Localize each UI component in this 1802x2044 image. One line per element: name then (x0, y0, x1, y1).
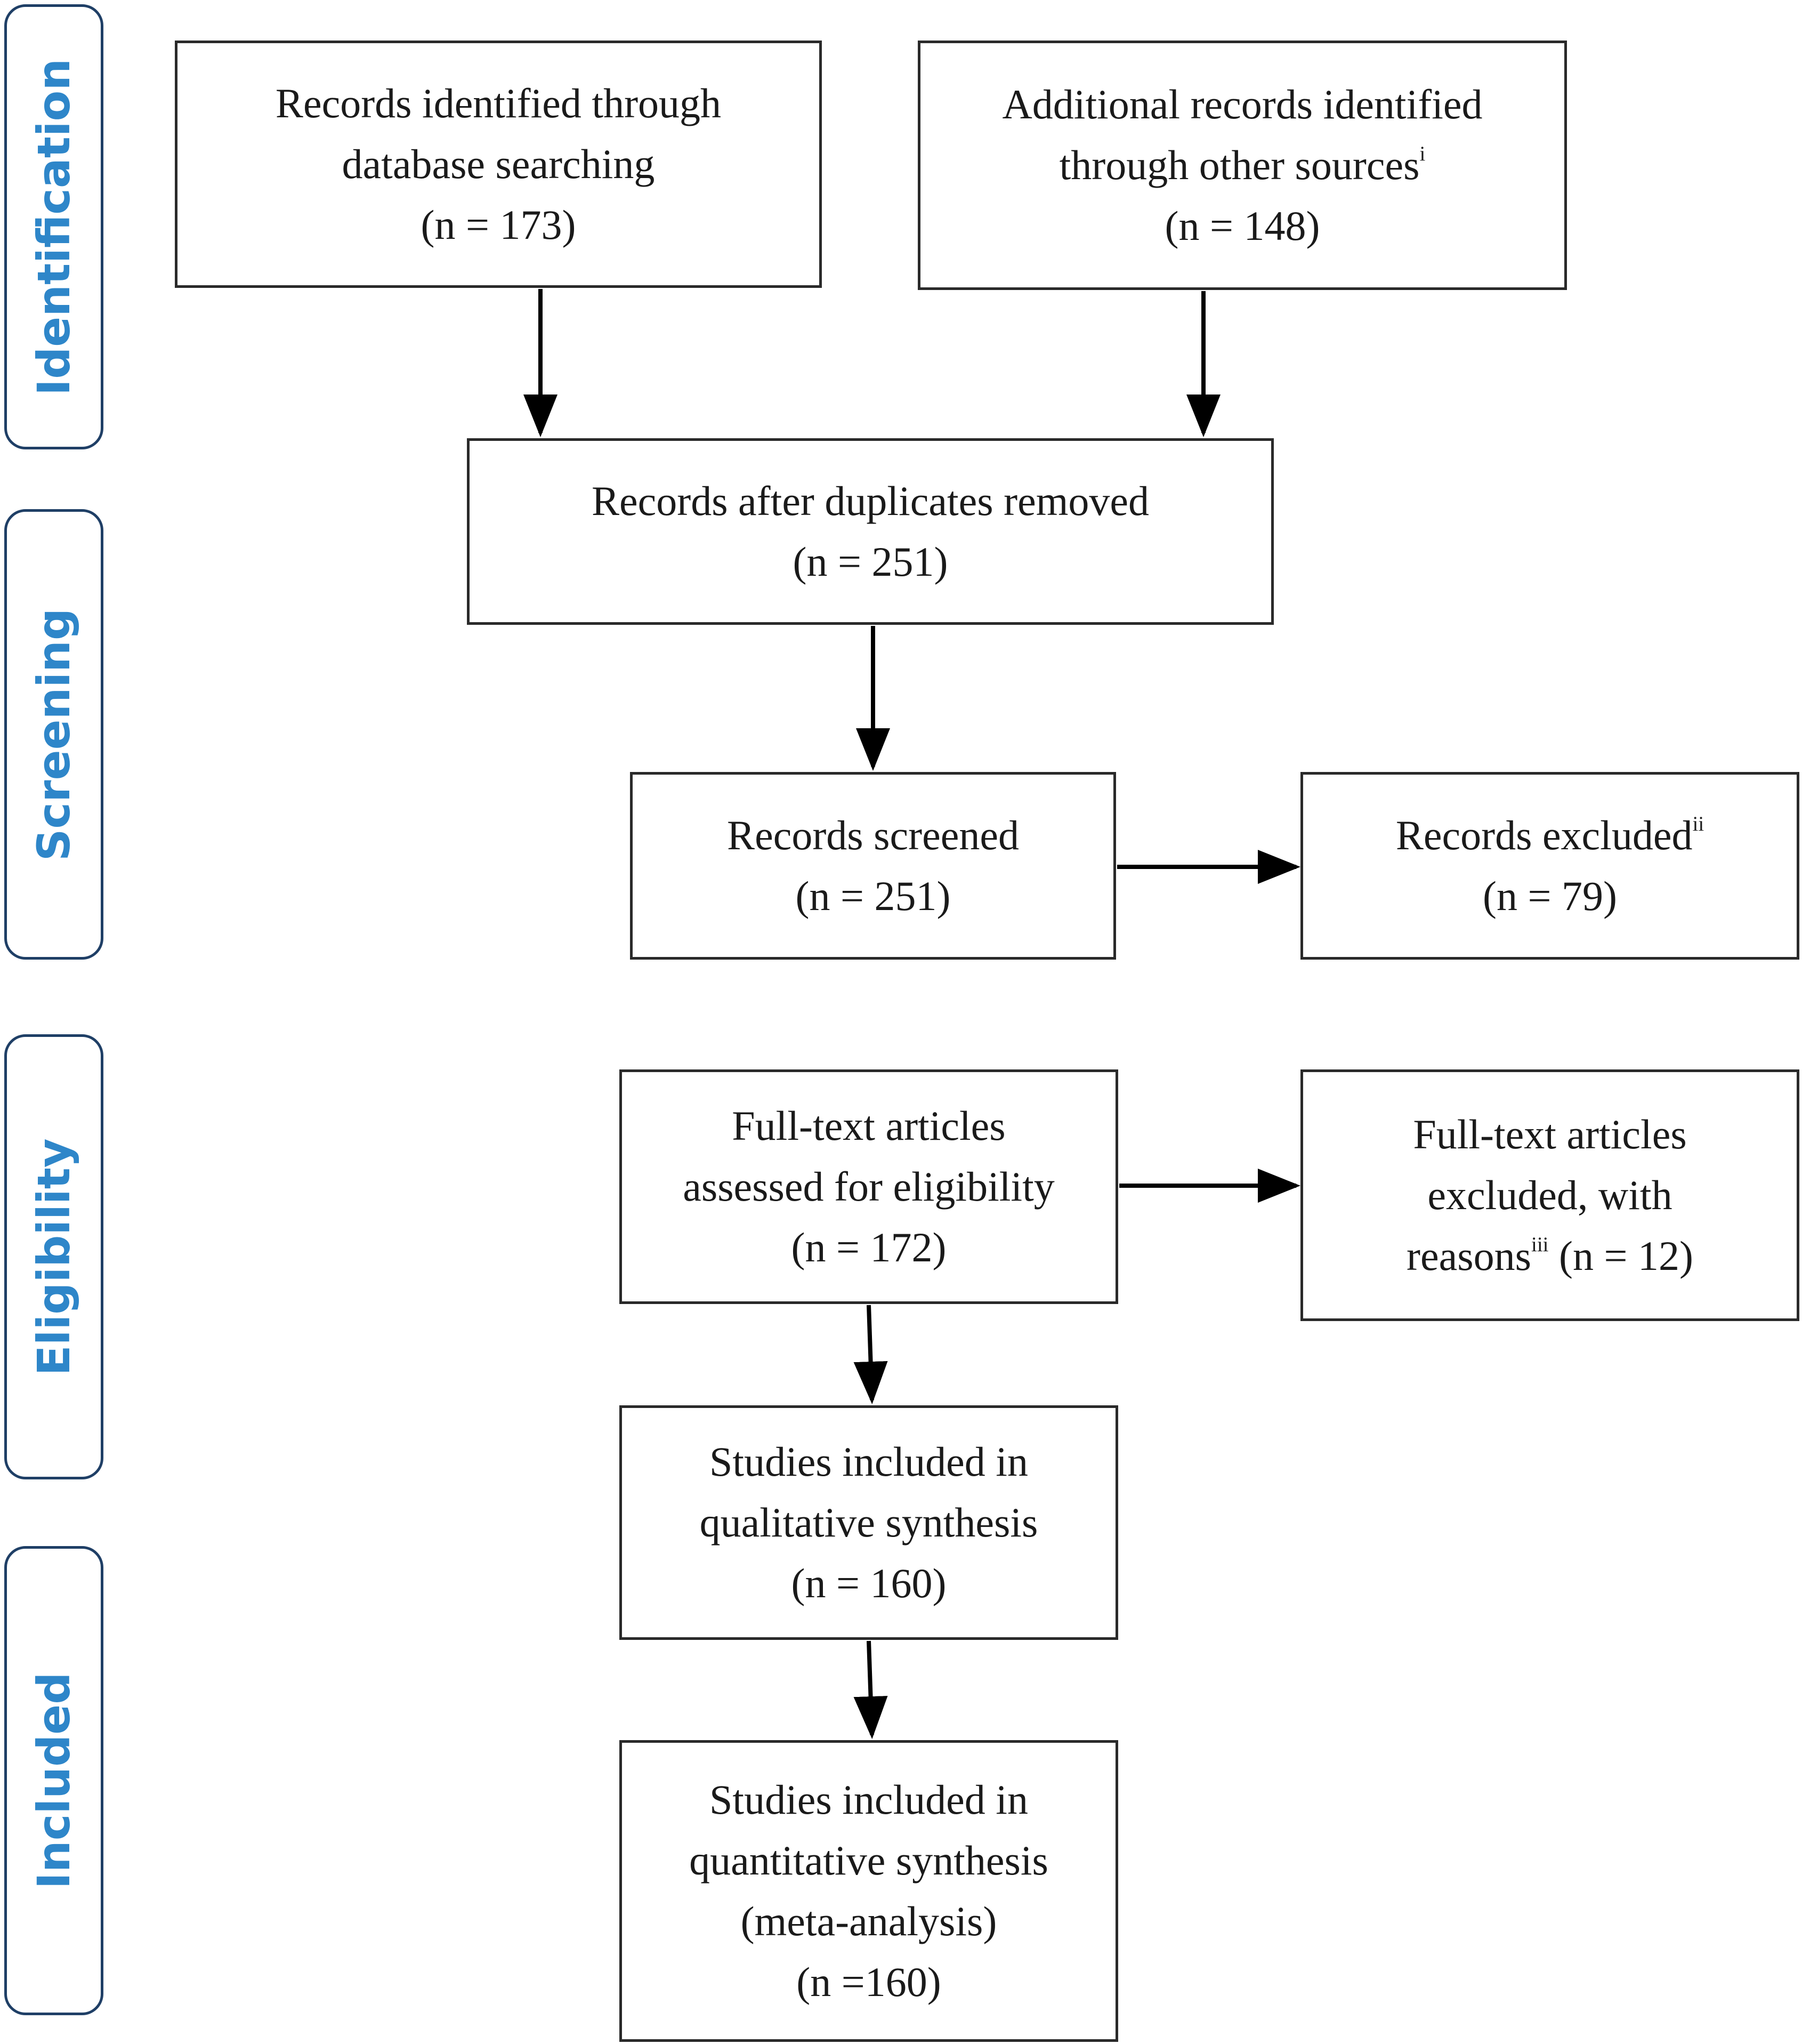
records-excluded-count: (n = 79) (1483, 873, 1617, 919)
other-sources-count: (n = 148) (1165, 203, 1320, 249)
database-search-line2: database searching (342, 141, 655, 187)
box-after-duplicates: Records after duplicates removed (n = 25… (467, 438, 1274, 625)
quantitative-line2: quantitative synthesis (689, 1837, 1048, 1884)
fulltext-excluded-footnote-marker: iii (1531, 1233, 1549, 1256)
fulltext-excluded-line1: Full-text articles (1413, 1111, 1687, 1157)
arrow-assessed-to-qualitative (853, 1305, 888, 1404)
qualitative-line2: qualitative synthesis (699, 1499, 1038, 1546)
stage-identification: Identification (4, 4, 103, 449)
database-search-count: (n = 173) (421, 202, 576, 248)
arrow-qualitative-to-quantitative (853, 1640, 888, 1739)
after-duplicates-line1: Records after duplicates removed (591, 478, 1150, 524)
box-records-excluded: Records excludedii (n = 79) (1300, 772, 1799, 960)
box-quantitative-synthesis: Studies included in quantitative synthes… (619, 1740, 1118, 2042)
records-screened-line1: Records screened (727, 812, 1019, 858)
records-excluded-line1: Records excluded (1395, 812, 1693, 858)
box-other-sources: Additional records identified through ot… (918, 41, 1567, 290)
other-sources-footnote-marker: i (1419, 142, 1426, 165)
box-qualitative-synthesis: Studies included in qualitative synthesi… (619, 1405, 1118, 1640)
records-screened-count: (n = 251) (795, 873, 951, 919)
records-excluded-footnote-marker: ii (1692, 812, 1704, 835)
quantitative-line3: (meta-analysis) (740, 1898, 997, 1944)
box-records-screened: Records screened (n = 251) (630, 772, 1116, 960)
stage-screening: Screening (4, 509, 103, 960)
fulltext-excluded-line2: excluded, with (1427, 1172, 1672, 1218)
fulltext-excluded-count: (n = 12) (1559, 1233, 1693, 1279)
fulltext-assessed-count: (n = 172) (791, 1224, 947, 1270)
fulltext-excluded-line3: reasons (1407, 1233, 1531, 1279)
stage-eligibility: Eligibility (4, 1034, 103, 1479)
fulltext-assessed-line2: assessed for eligibility (683, 1163, 1055, 1210)
quantitative-line1: Studies included in (709, 1776, 1028, 1823)
box-database-search: Records identified through database sear… (175, 41, 822, 288)
stage-included: Included (4, 1546, 103, 2015)
qualitative-count: (n = 160) (791, 1560, 947, 1606)
fulltext-assessed-line1: Full-text articles (732, 1103, 1006, 1149)
box-fulltext-excluded: Full-text articles excluded, with reason… (1300, 1069, 1799, 1321)
after-duplicates-count: (n = 251) (793, 538, 948, 585)
database-search-line1: Records identified through (275, 80, 722, 126)
other-sources-line2: through other sources (1059, 142, 1420, 188)
box-fulltext-assessed: Full-text articles assessed for eligibil… (619, 1069, 1118, 1304)
quantitative-count: (n =160) (796, 1959, 941, 2005)
other-sources-line1: Additional records identified (1002, 81, 1483, 127)
qualitative-line1: Studies included in (709, 1438, 1028, 1485)
